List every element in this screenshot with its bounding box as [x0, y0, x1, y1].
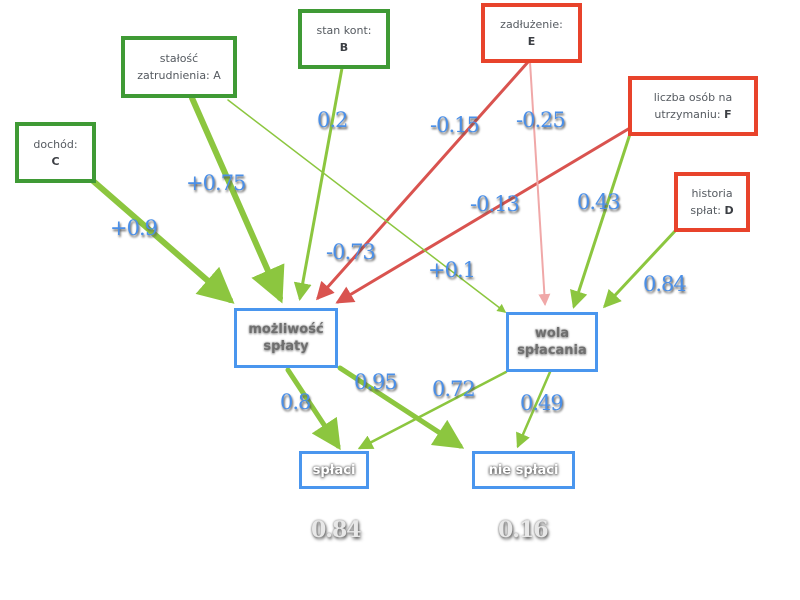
- node-label: możliwość: [248, 322, 324, 337]
- node-label: spłaty: [263, 339, 309, 354]
- node-code: B: [339, 41, 349, 54]
- node-job-stability: stałość zatrudnienia: A: [121, 36, 237, 98]
- node-code: D: [724, 204, 734, 217]
- node-debt: zadłużenie: E: [481, 3, 582, 63]
- weight-label-dependents-willingness: 0.43: [577, 190, 621, 214]
- weight-label-balance-capacity: 0.2: [317, 108, 348, 132]
- edge-dependents-capacity: [335, 126, 632, 304]
- node-label: nie spłaci: [488, 462, 559, 478]
- node-dependents: liczba osób na utrzymaniu: F: [628, 76, 758, 136]
- edge-debt-willingness: [529, 61, 551, 306]
- node-repayment-capacity: możliwość spłaty: [234, 308, 338, 368]
- node-code: C: [51, 154, 60, 168]
- node-label: zatrudnienia: A: [137, 69, 221, 82]
- node-repayment-willingness: wola spłacania: [506, 312, 598, 372]
- weight-label-debt-capacity: -0.15: [430, 113, 480, 137]
- node-will-default: nie spłaci: [472, 451, 575, 489]
- edge-income-capacity: [89, 177, 235, 304]
- node-account-balance: stan kont: B: [298, 9, 390, 69]
- weight-label-job-capacity: +0.75: [186, 171, 246, 195]
- node-label: stałość: [159, 52, 199, 65]
- weight-label-negative-capacity: -0.73: [326, 240, 376, 264]
- node-label: utrzymaniu:: [654, 108, 721, 121]
- edge-capacity-repay: [285, 367, 341, 451]
- weight-label-willingness-repay: 0.72: [432, 377, 476, 401]
- weight-label-debt-willingness: -0.25: [516, 108, 566, 132]
- weight-label-income-capacity: +0.9: [110, 216, 158, 240]
- edge-willingness-default: [516, 370, 552, 449]
- node-label-line2: utrzymaniu: F: [654, 106, 731, 123]
- edge-job-willingness: [227, 99, 507, 313]
- node-code: F: [724, 108, 732, 121]
- node-income: dochód: C: [15, 122, 96, 183]
- node-label: spłaci: [312, 462, 356, 478]
- node-label: spłat:: [690, 204, 721, 217]
- node-label: dochód:: [33, 137, 78, 151]
- weight-label-history-willingness: 0.84: [643, 272, 687, 296]
- node-label-line2: spłat: D: [690, 202, 733, 219]
- probability-repay: 0.84: [311, 517, 362, 543]
- node-will-repay: spłaci: [299, 451, 369, 489]
- node-code: E: [527, 35, 536, 48]
- node-label: spłacania: [517, 343, 587, 358]
- edge-capacity-default: [337, 365, 465, 449]
- node-label: zadłużenie:: [500, 18, 563, 31]
- weight-label-dependents-capacity: -0.13: [470, 192, 520, 216]
- node-label: historia: [691, 187, 733, 200]
- probability-default: 0.16: [498, 517, 549, 543]
- edge-history-willingness: [602, 228, 678, 309]
- weight-label-job-willingness: +0.1: [428, 258, 476, 282]
- edge-balance-capacity: [293, 66, 344, 301]
- node-label: liczba osób na: [653, 91, 733, 104]
- weight-label-willingness-default: 0.49: [520, 391, 564, 415]
- node-payment-history: historia spłat: D: [674, 172, 750, 232]
- edge-dependents-willingness: [570, 132, 632, 309]
- edge-job-capacity: [189, 95, 285, 304]
- weight-label-capacity-default: 0.95: [354, 370, 398, 394]
- edge-debt-capacity: [316, 60, 530, 301]
- node-label: stan kont:: [316, 24, 372, 37]
- edge-willingness-repay: [357, 370, 508, 450]
- node-label: wola: [534, 326, 570, 341]
- weight-label-capacity-repay: 0.8: [280, 390, 311, 414]
